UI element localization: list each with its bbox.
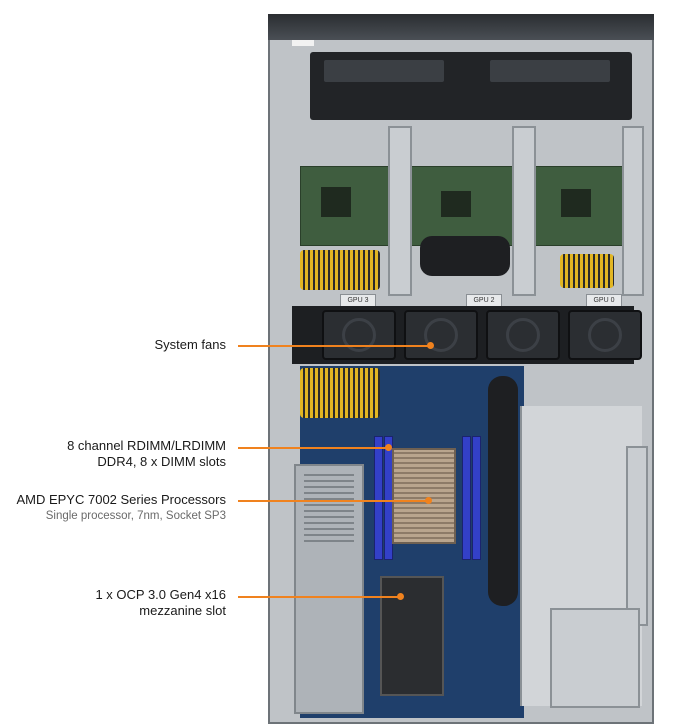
callout-text: mezzanine slot (139, 603, 226, 618)
cable-bundle (488, 376, 518, 606)
power-supply (294, 464, 364, 714)
callout-text: 1 x OCP 3.0 Gen4 x16 (95, 587, 226, 602)
gpu-riser-bracket (622, 126, 644, 296)
cpu-heatsink (392, 448, 456, 544)
gpu-tag: GPU 2 (466, 294, 502, 308)
riser-bracket (626, 446, 648, 626)
power-cables (560, 254, 614, 288)
dimm-slot (472, 436, 481, 560)
fan-row (292, 306, 642, 364)
fan-icon (404, 310, 478, 360)
callout-dimm: 8 channel RDIMM/LRDIMM DDR4, 8 x DIMM sl… (67, 438, 226, 470)
psu-grill (304, 472, 354, 542)
callout-line (238, 345, 430, 347)
cable-tray (310, 52, 632, 120)
cable-bundle (420, 236, 510, 276)
fan-icon (568, 310, 642, 360)
chassis-lip (268, 14, 654, 40)
drive-cage (550, 608, 640, 708)
dimm-slot (462, 436, 471, 560)
callout-dot (425, 497, 432, 504)
callout-subtext: Single processor, 7nm, Socket SP3 (45, 510, 226, 522)
callout-text: DDR4, 8 x DIMM slots (97, 454, 226, 469)
chip (561, 189, 591, 217)
dimm-slot (374, 436, 383, 560)
callout-line (238, 447, 388, 449)
chip (321, 187, 351, 217)
gpu-backplane (300, 166, 632, 246)
tray-slot (324, 60, 444, 82)
chip (441, 191, 471, 217)
gpu-riser-bracket (512, 126, 536, 296)
callout-system-fans: System fans (154, 337, 226, 353)
callout-line (238, 596, 400, 598)
power-cables (300, 250, 380, 290)
callout-line (238, 500, 428, 502)
fan-icon (486, 310, 560, 360)
gpu-riser-bracket (388, 126, 412, 296)
tray-slot (490, 60, 610, 82)
callout-dot (385, 444, 392, 451)
power-cables (300, 368, 380, 418)
callout-text: System fans (154, 337, 226, 352)
fan-icon (322, 310, 396, 360)
callout-dot (397, 593, 404, 600)
callout-cpu: AMD EPYC 7002 Series Processors Single p… (16, 492, 226, 524)
callout-text: AMD EPYC 7002 Series Processors (16, 492, 226, 507)
callout-ocp: 1 x OCP 3.0 Gen4 x16 mezzanine slot (95, 587, 226, 619)
callout-text: 8 channel RDIMM/LRDIMM (67, 438, 226, 453)
ocp-mezzanine-slot (380, 576, 444, 696)
callout-dot (427, 342, 434, 349)
server-chassis: GPU 3 GPU 2 GPU 0 (268, 14, 654, 724)
